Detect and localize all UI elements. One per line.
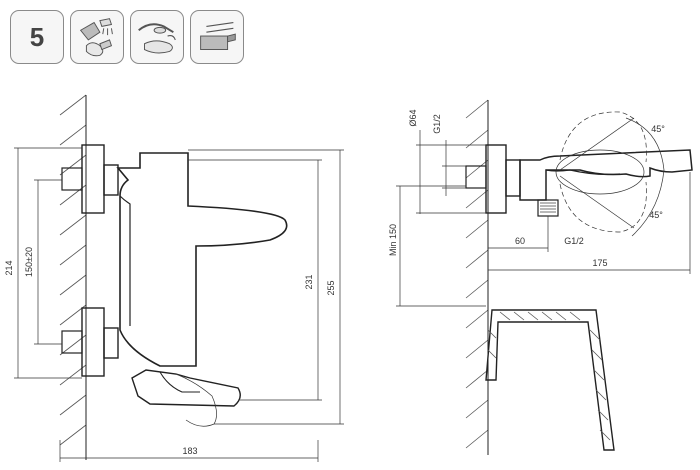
left-dimensions (14, 147, 344, 462)
dim-thread-top-label: G1/2 (432, 114, 442, 134)
right-faucet-body (465, 111, 693, 237)
water-saving-icon (70, 10, 124, 64)
dim-diameter-label: Ø64 (408, 109, 418, 126)
dim-183-label: 183 (182, 446, 197, 456)
warranty-years: 5 (29, 21, 45, 52)
angle-top-label: 45° (651, 124, 665, 134)
right-basin-profile (485, 309, 615, 451)
right-dimensions (396, 130, 691, 307)
dim-214-label: 214 (4, 260, 14, 275)
easy-clean-icon (130, 10, 184, 64)
dim-175-label: 175 (592, 258, 607, 268)
dim-60-label: 60 (515, 236, 525, 246)
dim-thread-bottom-label: G1/2 (564, 236, 584, 246)
dim-255-label: 255 (326, 280, 336, 295)
dim-231-label: 231 (304, 274, 314, 289)
wall-mounted-icon (190, 10, 244, 64)
dim-150-label: 150±20 (24, 247, 34, 277)
dim-min-label: Min 150 (388, 224, 398, 256)
right-wall-hatching (465, 99, 489, 455)
left-faucet-body (61, 144, 288, 427)
warranty-badge: 5 (10, 10, 64, 64)
angle-bottom-label: 45° (649, 210, 663, 220)
